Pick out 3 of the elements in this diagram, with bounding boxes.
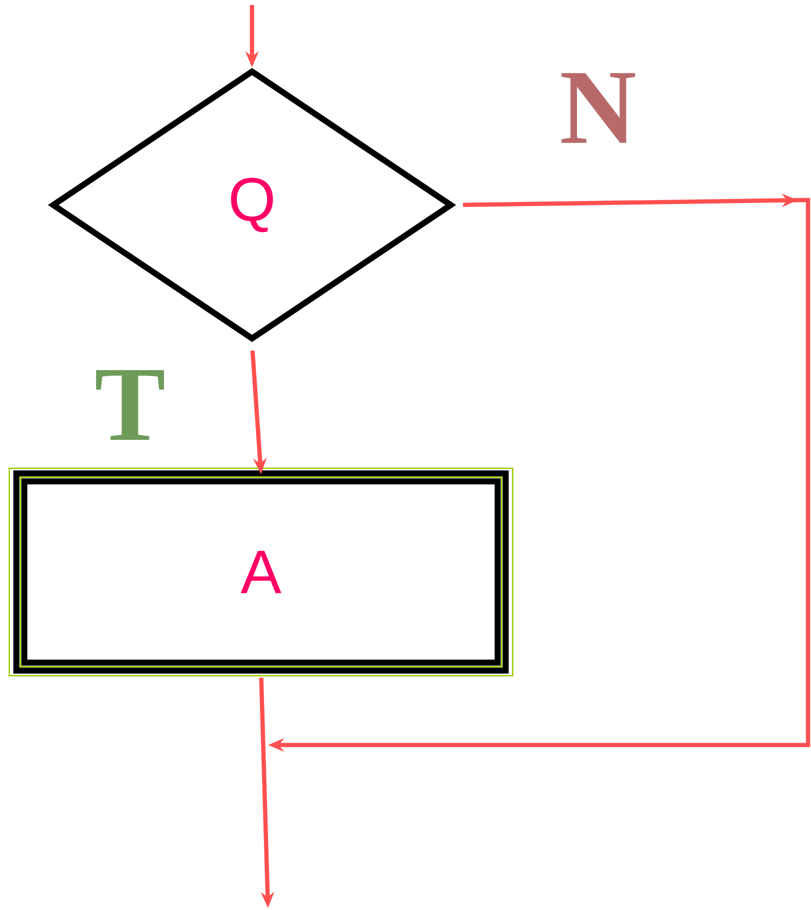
- process-box: A: [13, 470, 509, 674]
- edge-label: T: [96, 370, 164, 440]
- edge-label: N: [562, 73, 636, 143]
